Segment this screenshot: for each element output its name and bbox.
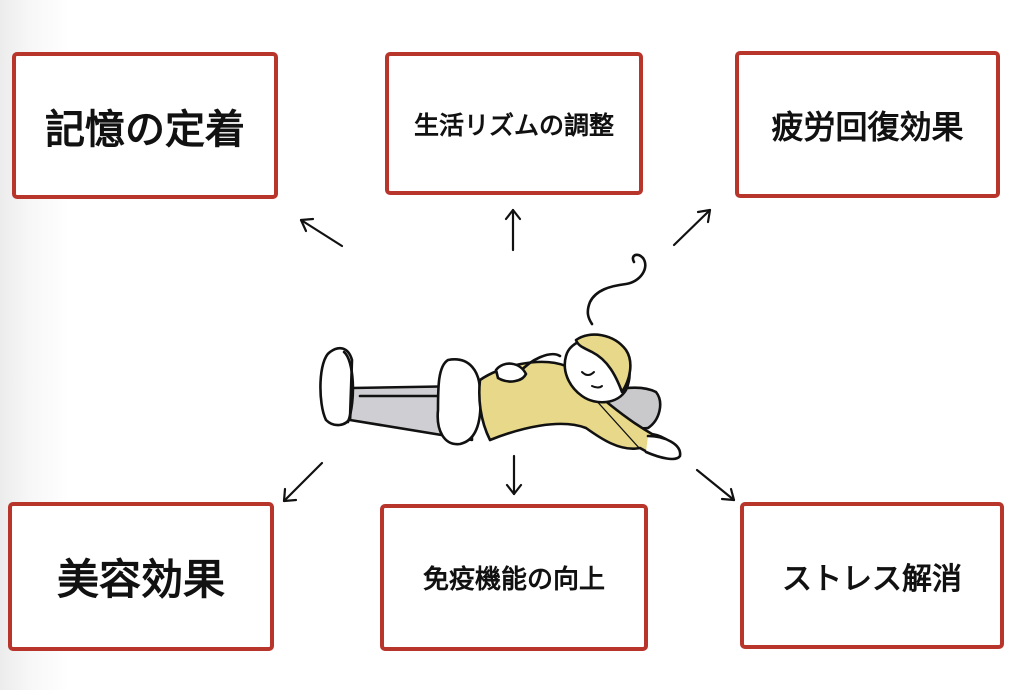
arrow-icon-to-memory bbox=[299, 217, 344, 248]
benefit-label-beauty: 美容効果 bbox=[56, 555, 225, 604]
benefit-box-immune: 免疫機能の向上 bbox=[380, 504, 648, 651]
benefit-box-beauty: 美容効果 bbox=[8, 502, 274, 651]
benefit-box-stress: ストレス解消 bbox=[740, 502, 1004, 649]
sleeping-person-icon bbox=[319, 253, 682, 461]
arrow-icon-to-beauty bbox=[282, 461, 324, 503]
arrow-icon-to-rhythm bbox=[504, 208, 522, 252]
arrow-icon-to-fatigue bbox=[672, 208, 712, 247]
arrow-icon-to-stress bbox=[695, 468, 736, 502]
benefit-label-stress: ストレス解消 bbox=[782, 561, 962, 597]
arrow-icon-to-immune bbox=[505, 454, 523, 496]
benefit-label-fatigue: 疲労回復効果 bbox=[771, 107, 964, 146]
benefit-box-rhythm: 生活リズムの調整 bbox=[385, 52, 643, 195]
benefit-label-memory: 記憶の定着 bbox=[45, 106, 245, 153]
benefit-label-immune: 免疫機能の向上 bbox=[422, 565, 605, 595]
benefit-box-memory: 記憶の定着 bbox=[12, 52, 278, 199]
benefit-label-rhythm: 生活リズムの調整 bbox=[413, 110, 614, 140]
benefit-box-fatigue: 疲労回復効果 bbox=[735, 51, 1000, 198]
